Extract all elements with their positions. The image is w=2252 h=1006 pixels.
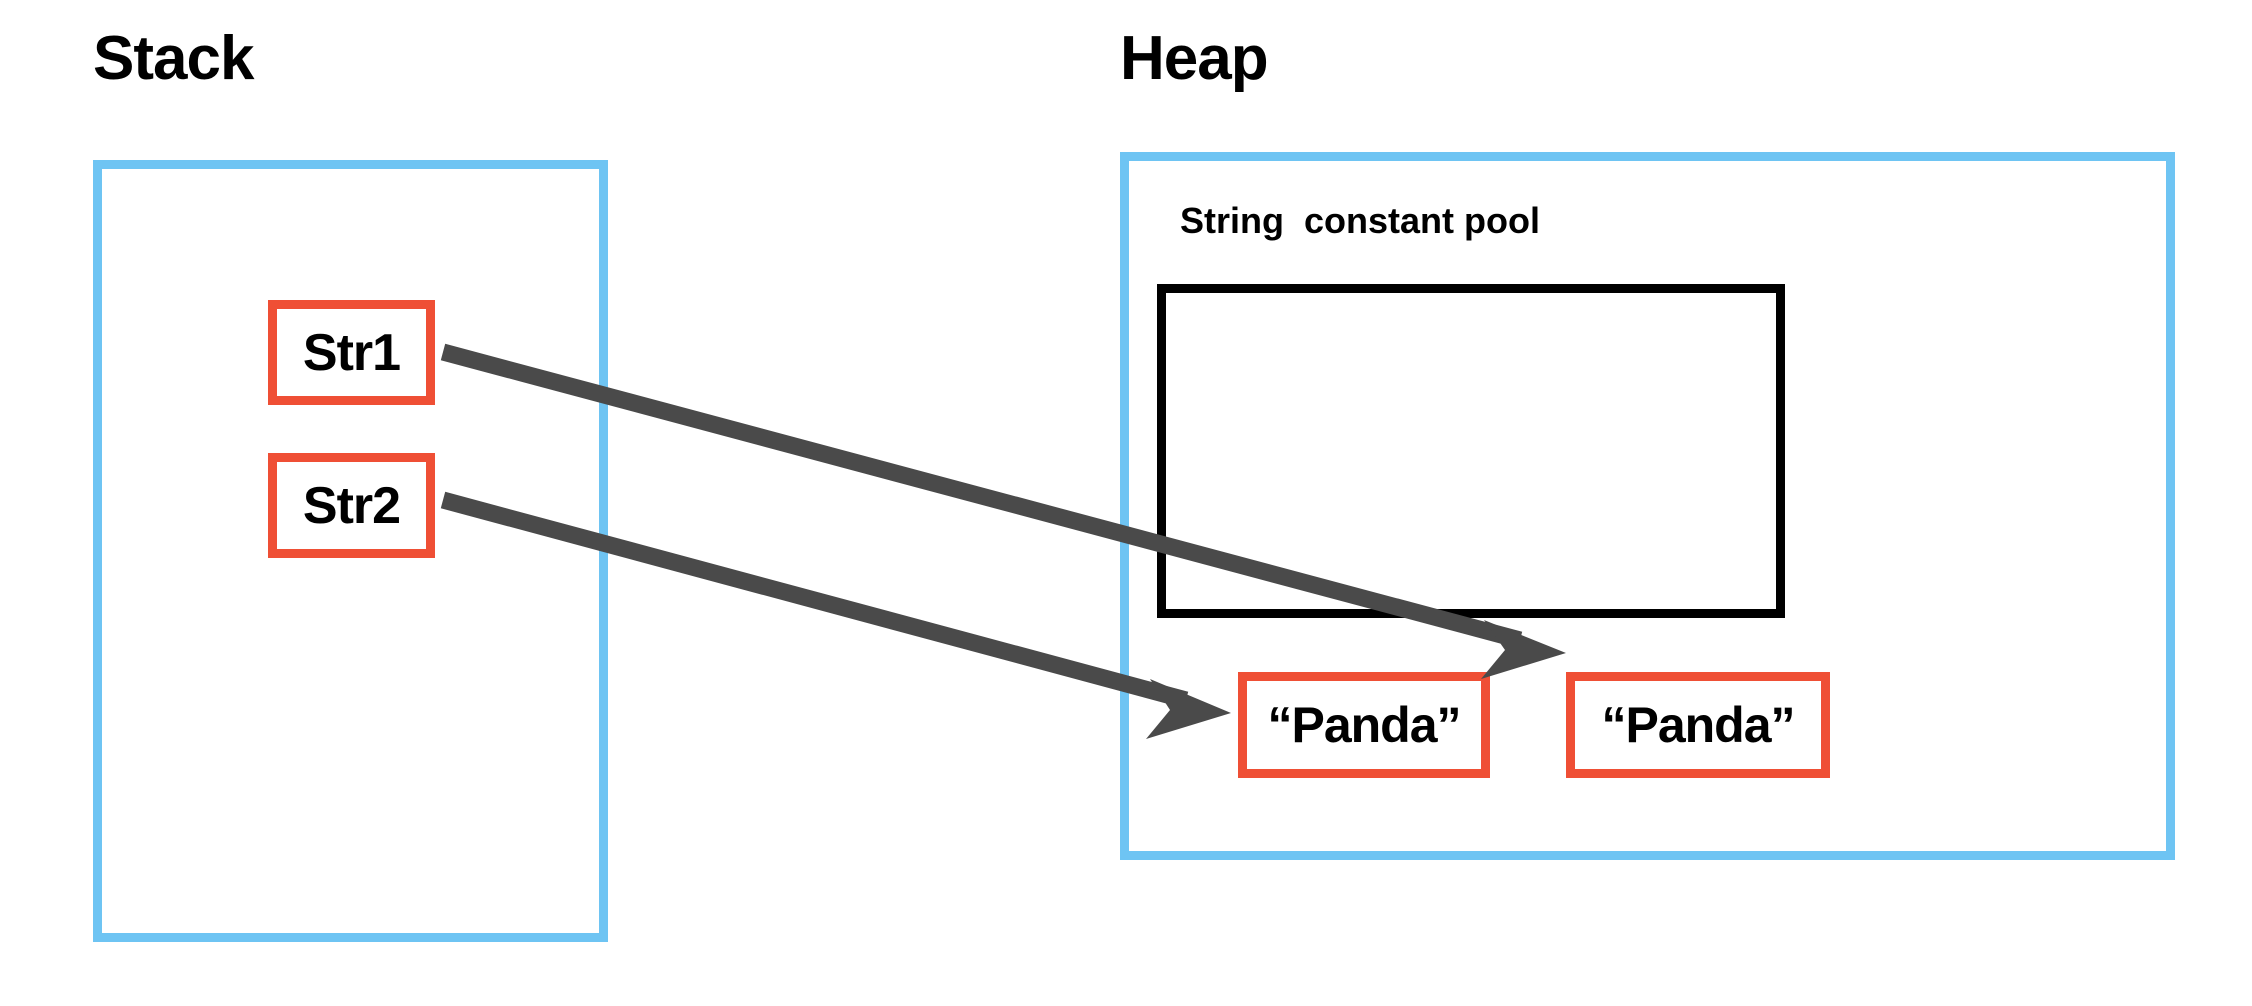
string-constant-pool-label: String constant pool xyxy=(1180,200,1540,241)
heap-title: Heap xyxy=(1120,24,1269,93)
heap-value-new[interactable]: “Panda” xyxy=(1566,672,1830,778)
stack-variable-str2[interactable]: Str2 xyxy=(268,453,435,558)
stack-title: Stack xyxy=(93,24,254,93)
stack-variable-str1[interactable]: Str1 xyxy=(268,300,435,405)
heap-value-pooled[interactable]: “Panda” xyxy=(1238,672,1490,778)
string-constant-pool-rect xyxy=(1157,284,1785,618)
